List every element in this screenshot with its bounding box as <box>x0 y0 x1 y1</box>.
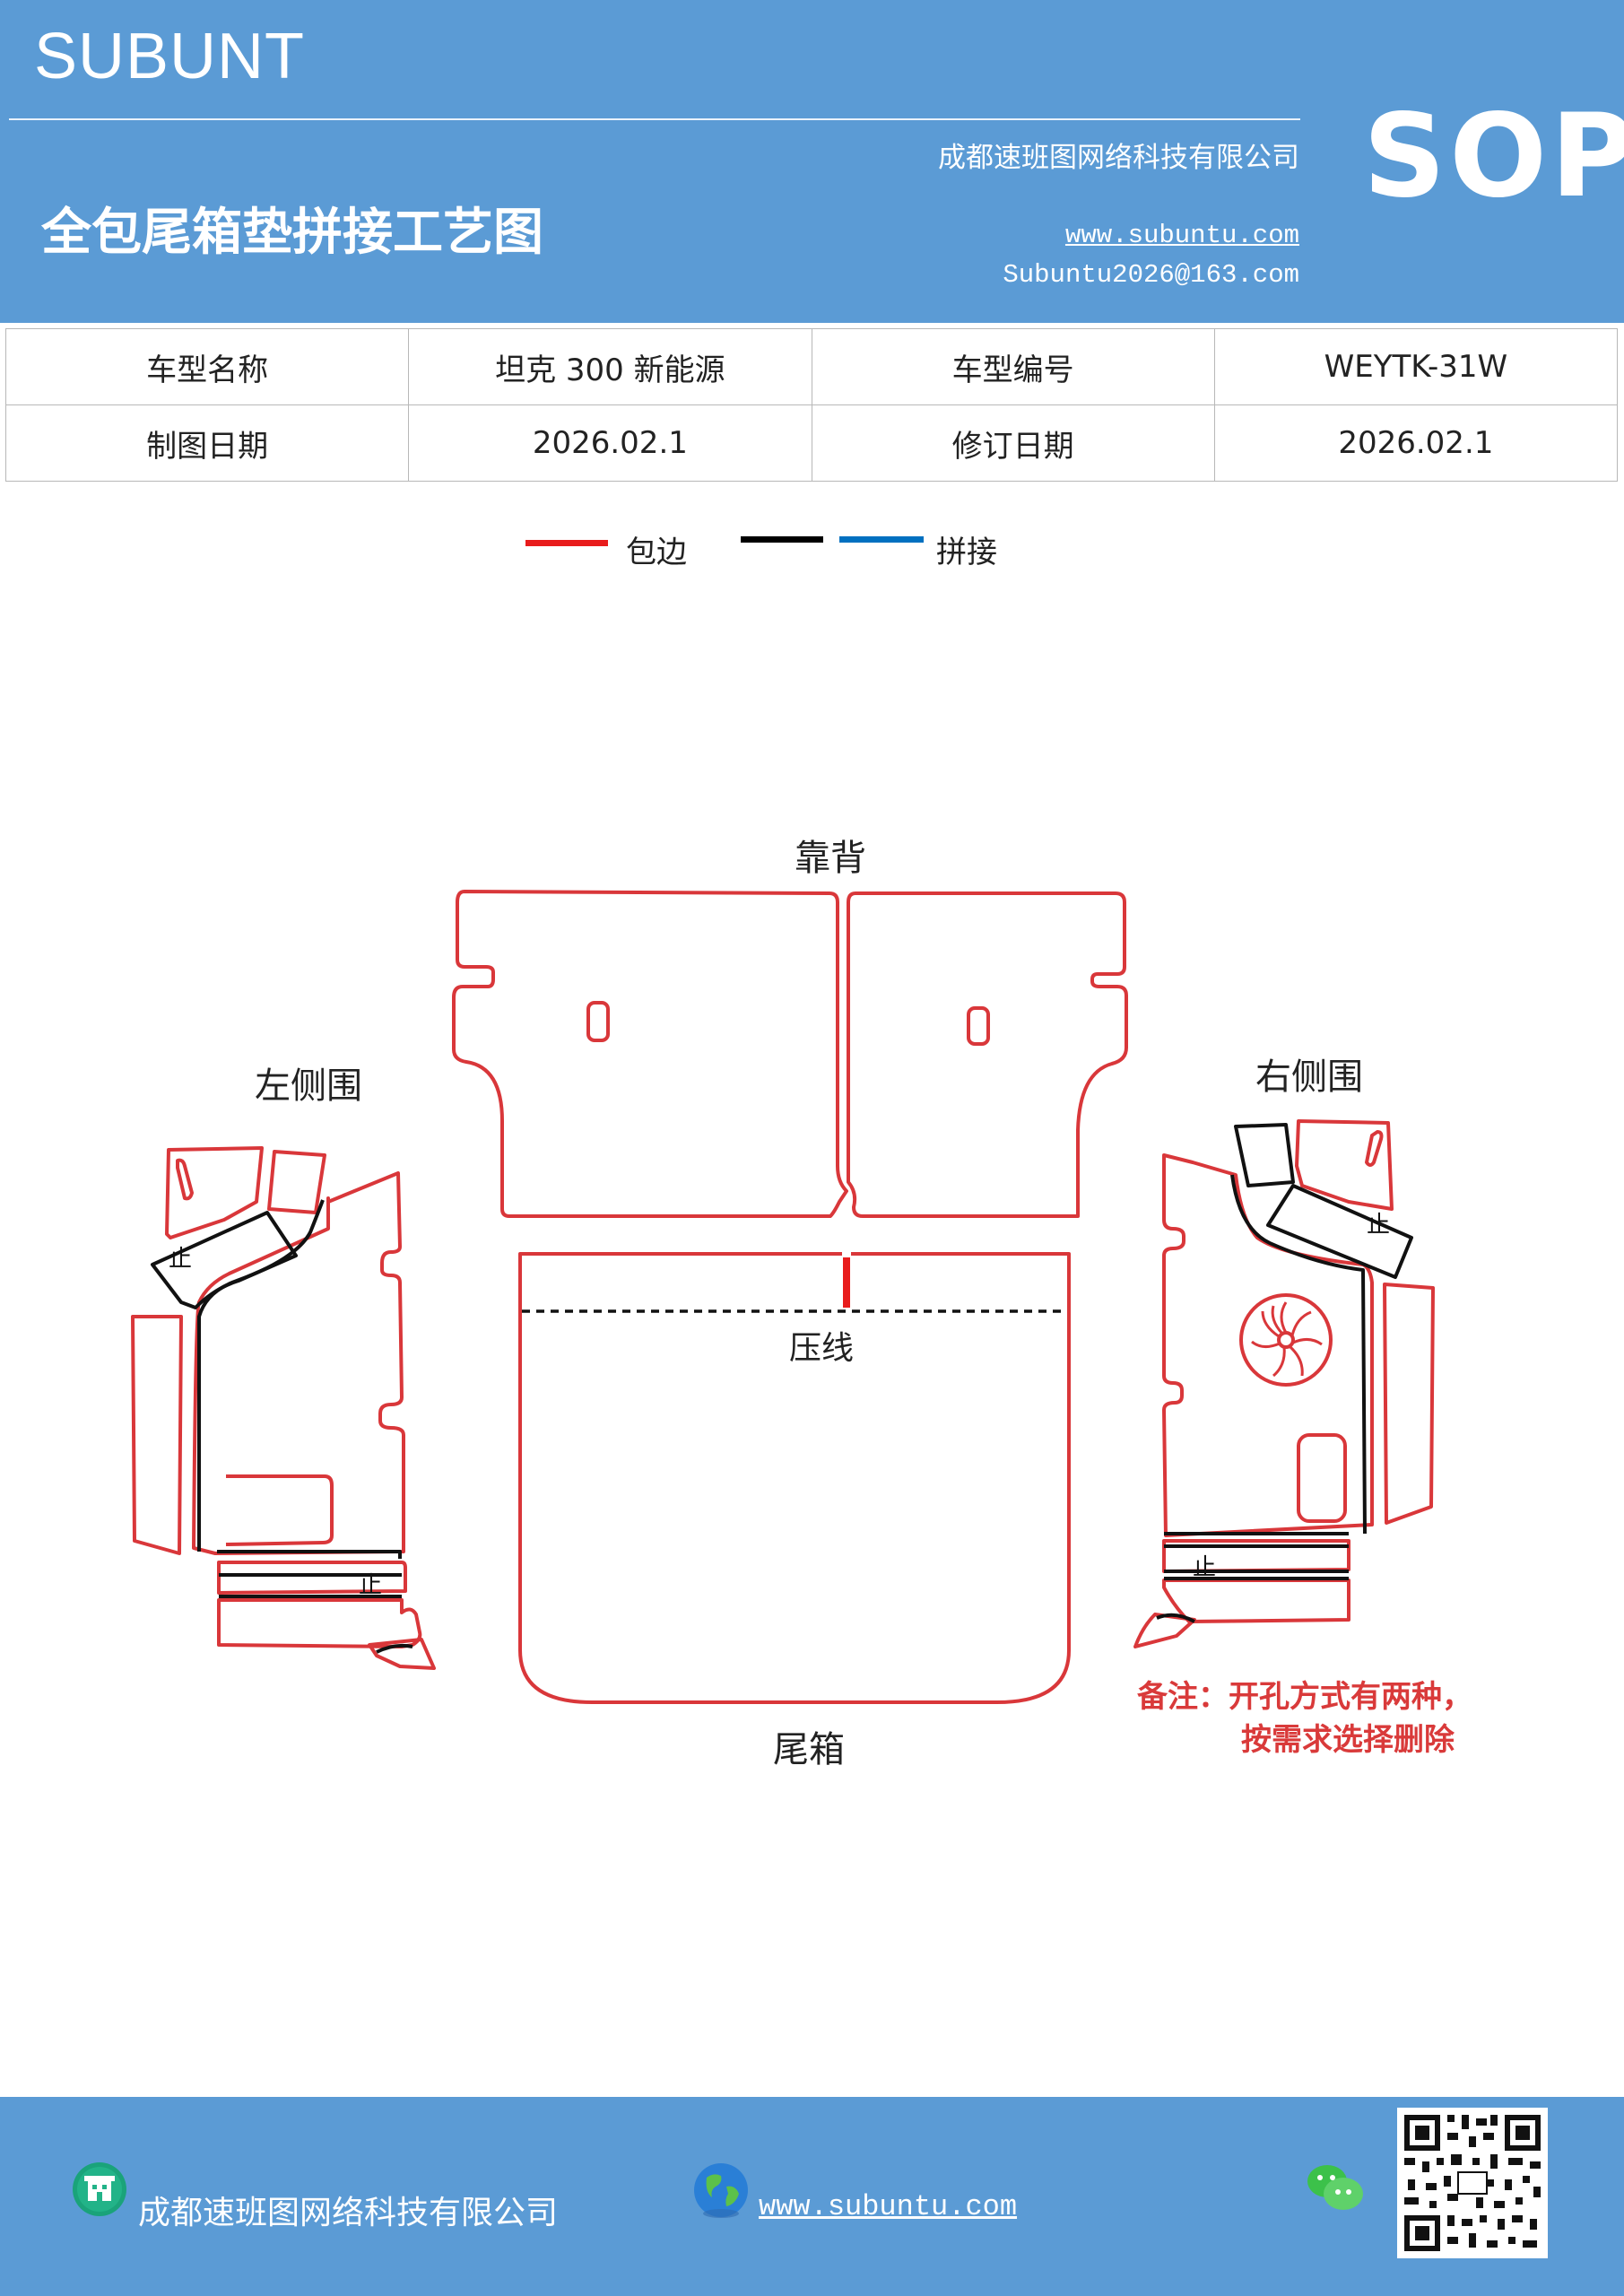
legend-label-hem: 包边 <box>626 535 687 570</box>
label-backrest: 靠背 <box>795 838 866 879</box>
wechat-icon <box>1307 2165 1363 2210</box>
diagram-note: 备注：开孔方式有两种， 按需求选择删除 <box>1137 1675 1472 1761</box>
stop-mark-right-2: 止 <box>1193 1554 1216 1581</box>
table-cell: 修订日期 <box>811 404 1215 482</box>
table-cell: 车型编号 <box>811 328 1215 405</box>
right-side-inner-rect <box>1297 1433 1347 1523</box>
left-side-bottom-strip-2 <box>217 1598 422 1648</box>
left-side-vertical-strip <box>131 1315 183 1555</box>
footer-website-link[interactable]: www.subuntu.com <box>759 2190 1018 2223</box>
right-side-vent-ring <box>1239 1293 1333 1387</box>
left-side-top-piece <box>165 1146 264 1239</box>
stop-mark-right-1: 止 <box>1367 1212 1390 1239</box>
legend-label-splice: 拼接 <box>936 535 997 570</box>
right-side-bottom-strip-2 <box>1162 1578 1350 1623</box>
stop-mark-left-1: 止 <box>169 1246 192 1273</box>
email-address: Subuntu2026@163.com <box>1003 260 1299 290</box>
note-line-2: 按需求选择删除 <box>1241 1722 1455 1758</box>
table-cell: WEYTK-31W <box>1213 328 1619 405</box>
left-side-bottom-strip-1 <box>217 1561 407 1595</box>
footer-company-name: 成都速班图网络科技有限公司 <box>138 2195 559 2231</box>
backrest-left-panel <box>452 890 848 1218</box>
left-side-small-block <box>267 1150 326 1214</box>
sop-badge: SOP <box>1363 90 1624 223</box>
right-side-top-piece <box>1295 1119 1394 1211</box>
left-side-inner-rect <box>225 1474 334 1546</box>
table-cell: 坦克 300 新能源 <box>408 328 812 405</box>
legend-swatch-black <box>741 536 823 543</box>
right-side-foot-tab <box>1133 1613 1196 1648</box>
info-table: 车型名称 坦克 300 新能源 车型编号 WEYTK-31W 制图日期 2026… <box>4 328 1619 482</box>
backrest-left-slot <box>586 1001 610 1042</box>
legend-swatch-red <box>525 540 608 546</box>
document-title: 全包尾箱垫拼接工艺图 <box>41 203 543 262</box>
trunk-panel <box>518 1252 1071 1704</box>
right-side-vertical-strip <box>1383 1283 1435 1525</box>
left-side-outer-outline <box>192 1171 405 1555</box>
table-row: 制图日期 2026.02.1 修订日期 2026.02.1 <box>4 404 1619 482</box>
left-side-top-slot <box>176 1158 194 1201</box>
qr-code-icon <box>1397 2108 1548 2258</box>
table-cell: 2026.02.1 <box>1213 404 1619 482</box>
right-side-seam-1 <box>1230 1174 1367 1535</box>
website-link[interactable]: www.subuntu.com <box>1064 221 1299 250</box>
legend: 包边 拼接 <box>0 520 1624 574</box>
backrest-right-slot <box>967 1006 990 1046</box>
label-left-side: 左侧围 <box>255 1065 362 1107</box>
label-press-line: 压线 <box>789 1330 855 1367</box>
left-side-seam-5 <box>376 1643 413 1654</box>
table-cell: 2026.02.1 <box>408 404 812 482</box>
brand-name: SUBUNT <box>34 21 306 92</box>
header-divider <box>9 118 1300 120</box>
right-side-vent-hub <box>1277 1331 1295 1349</box>
table-cell: 车型名称 <box>4 328 410 405</box>
right-side-small-block <box>1234 1123 1295 1187</box>
right-side-top-slot <box>1365 1130 1384 1167</box>
right-side-seam-6 <box>1156 1613 1195 1623</box>
label-trunk: 尾箱 <box>773 1729 845 1770</box>
table-row: 车型名称 坦克 300 新能源 车型编号 WEYTK-31W <box>4 328 1619 405</box>
left-side-seam-2 <box>217 1550 402 1559</box>
table-cell: 制图日期 <box>4 404 410 482</box>
company-name: 成都速班图网络科技有限公司 <box>938 142 1299 174</box>
right-side-angled-piece <box>1266 1184 1413 1279</box>
label-right-side: 右侧围 <box>1255 1057 1363 1098</box>
footer-banner: 成都速班图网络科技有限公司 www.subuntu.com <box>0 2097 1624 2296</box>
header-banner: SUBUNT 成都速班图网络科技有限公司 全包尾箱垫拼接工艺图 www.subu… <box>0 0 1624 323</box>
globe-icon <box>694 2163 748 2218</box>
backrest-right-panel <box>847 891 1128 1218</box>
left-side-seam-1 <box>197 1199 325 1552</box>
stop-mark-left-2: 止 <box>359 1572 382 1599</box>
note-line-1: 备注：开孔方式有两种， <box>1137 1679 1472 1715</box>
left-side-foot-tab <box>368 1638 436 1670</box>
legend-swatch-blue <box>839 536 924 543</box>
building-icon <box>73 2162 126 2216</box>
right-side-vent-blades <box>1251 1301 1323 1378</box>
